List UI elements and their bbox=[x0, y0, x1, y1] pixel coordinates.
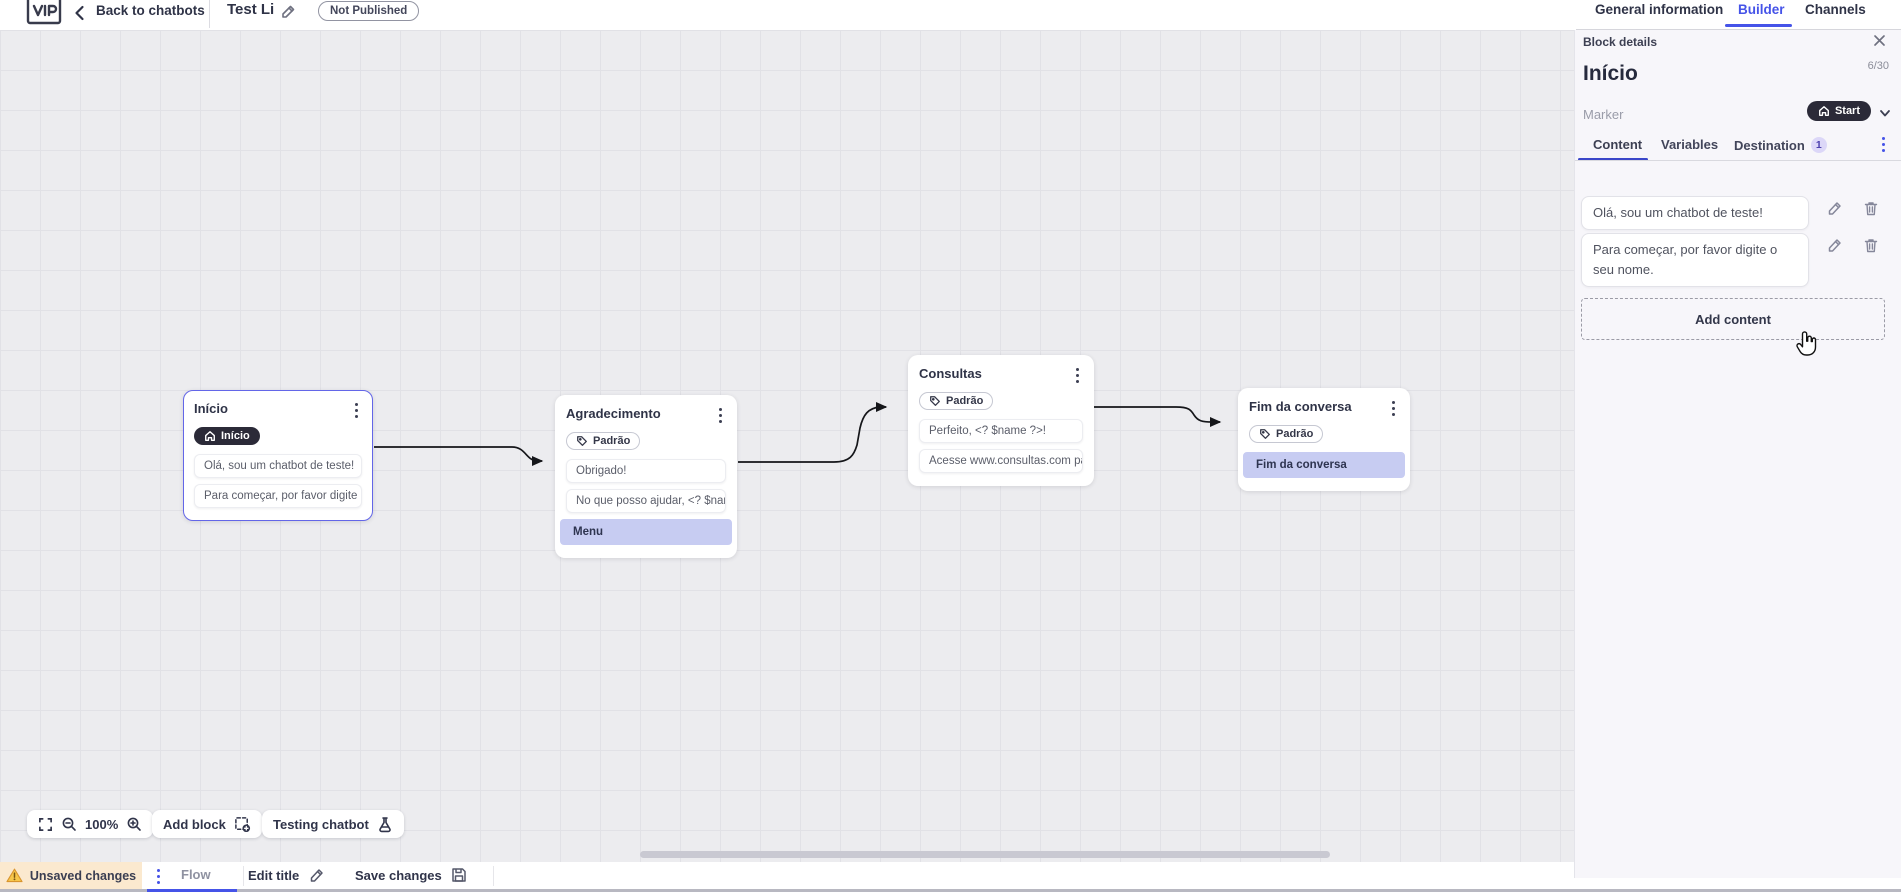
node-title: Início bbox=[194, 401, 228, 416]
back-chevron-icon[interactable] bbox=[72, 4, 88, 22]
top-bar: Back to chatbots Test Li Not Published G… bbox=[0, 0, 1901, 30]
flow-node-consultas[interactable]: Consultas Padrão Perfeito, <? $name ?>! … bbox=[908, 355, 1094, 486]
bottombar-divider bbox=[243, 866, 244, 886]
add-content-button[interactable]: Add content bbox=[1581, 298, 1885, 340]
flow-tab-underline bbox=[147, 888, 237, 892]
node-title: Agradecimento bbox=[566, 406, 661, 421]
padrao-tag-badge: Padrão bbox=[566, 432, 641, 450]
warning-icon bbox=[6, 868, 23, 883]
content-message-box[interactable]: Para começar, por favor digite o seu nom… bbox=[1581, 233, 1809, 288]
tabs-border bbox=[1576, 29, 1901, 30]
node-message[interactable]: Olá, sou um chatbot de teste! bbox=[194, 454, 362, 478]
tag-icon bbox=[577, 436, 587, 446]
node-message[interactable]: Obrigado! bbox=[566, 459, 726, 483]
testing-chatbot-button[interactable]: Testing chatbot bbox=[262, 810, 404, 838]
panel-tab-destination[interactable]: Destination 1 bbox=[1734, 137, 1827, 153]
block-details-panel: Block details Início 6/30 Marker Start C… bbox=[1574, 30, 1901, 878]
block-title: Início bbox=[1583, 62, 1638, 85]
tab-general-information[interactable]: General information bbox=[1595, 2, 1724, 17]
active-tab-underline bbox=[1725, 24, 1792, 27]
flow-node-fim-da-conversa[interactable]: Fim da conversa Padrão Fim da conversa bbox=[1238, 388, 1410, 491]
content-message-row: Olá, sou um chatbot de teste! bbox=[1581, 196, 1879, 231]
home-icon bbox=[205, 431, 215, 441]
wire-consultas-fim bbox=[1094, 406, 1222, 428]
save-icon bbox=[451, 868, 466, 882]
flow-node-agradecimento[interactable]: Agradecimento Padrão Obrigado! No que po… bbox=[555, 395, 737, 558]
panel-tabs-border bbox=[1575, 160, 1901, 161]
node-title: Consultas bbox=[919, 366, 982, 381]
bottombar-divider bbox=[493, 866, 494, 886]
home-icon bbox=[1818, 106, 1829, 116]
destination-count-badge: 1 bbox=[1810, 137, 1827, 153]
back-to-chatbots-link[interactable]: Back to chatbots bbox=[96, 3, 205, 18]
save-changes-button[interactable]: Save changes bbox=[355, 867, 467, 883]
unsaved-changes-indicator: Unsaved changes bbox=[0, 862, 142, 889]
trash-icon[interactable] bbox=[1863, 200, 1879, 217]
tab-builder[interactable]: Builder bbox=[1738, 2, 1785, 17]
panel-active-tab-underline bbox=[1578, 158, 1648, 161]
zoom-in-icon[interactable] bbox=[126, 816, 142, 832]
status-badge: Not Published bbox=[318, 1, 420, 21]
flow-node-inicio[interactable]: Início Início Olá, sou um chatbot de tes… bbox=[183, 390, 373, 521]
edit-title-button[interactable]: Edit title bbox=[248, 867, 325, 884]
content-message-row: Para começar, por favor digite o seu nom… bbox=[1581, 233, 1879, 288]
content-message-box[interactable]: Olá, sou um chatbot de teste! bbox=[1581, 196, 1809, 231]
title-char-counter: 6/30 bbox=[1867, 60, 1889, 72]
edit-pencil-icon[interactable] bbox=[1826, 237, 1843, 254]
chatbot-title: Test Li bbox=[227, 1, 275, 18]
padrao-tag-badge: Padrão bbox=[919, 392, 994, 410]
app-logo-icon bbox=[26, 0, 64, 27]
panel-menu-icon[interactable] bbox=[1878, 135, 1889, 154]
wire-agradecimento-consultas bbox=[738, 401, 888, 463]
node-message[interactable]: Para começar, por favor digite o ... bbox=[194, 484, 362, 508]
node-message[interactable]: Perfeito, <? $name ?>! bbox=[919, 419, 1083, 443]
tag-icon bbox=[930, 396, 940, 406]
flow-canvas[interactable]: Início Início Olá, sou um chatbot de tes… bbox=[0, 30, 1576, 878]
node-menu-icon[interactable] bbox=[351, 401, 362, 420]
node-button-fim[interactable]: Fim da conversa bbox=[1243, 452, 1405, 478]
bottombar-menu-icon[interactable] bbox=[153, 867, 164, 886]
panel-tab-content[interactable]: Content bbox=[1593, 137, 1643, 152]
padrao-tag-badge: Padrão bbox=[1249, 425, 1324, 443]
tag-icon bbox=[1260, 429, 1270, 439]
tab-flow[interactable]: Flow bbox=[181, 867, 211, 882]
node-message[interactable]: Acesse www.consultas.com par... bbox=[919, 449, 1083, 473]
wire-inicio-agradecimento bbox=[374, 446, 544, 467]
trash-icon[interactable] bbox=[1863, 237, 1879, 254]
marker-start-dropdown[interactable]: Start bbox=[1806, 101, 1871, 121]
zoom-level: 100% bbox=[85, 816, 119, 832]
fit-screen-icon[interactable] bbox=[38, 817, 53, 832]
node-button-menu[interactable]: Menu bbox=[560, 519, 732, 545]
panel-tab-variables[interactable]: Variables bbox=[1661, 137, 1719, 152]
add-block-icon bbox=[234, 816, 251, 833]
topbar-divider bbox=[209, 0, 210, 28]
node-menu-icon[interactable] bbox=[1388, 399, 1399, 418]
node-menu-icon[interactable] bbox=[715, 406, 726, 425]
marker-label: Marker bbox=[1583, 107, 1624, 122]
zoom-out-icon[interactable] bbox=[61, 816, 77, 832]
tab-channels[interactable]: Channels bbox=[1805, 2, 1866, 17]
chevron-down-icon[interactable] bbox=[1878, 106, 1892, 120]
close-icon[interactable] bbox=[1872, 33, 1887, 48]
edit-pencil-icon bbox=[311, 869, 324, 882]
edit-pencil-icon[interactable] bbox=[1826, 200, 1843, 217]
zoom-controls: 100% bbox=[27, 810, 154, 838]
window-bottom-edge bbox=[0, 889, 1901, 892]
start-marker-badge: Início bbox=[194, 427, 260, 445]
panel-header: Block details bbox=[1583, 35, 1658, 49]
node-menu-icon[interactable] bbox=[1072, 366, 1083, 385]
node-message[interactable]: No que posso ajudar, <? $name ... bbox=[566, 489, 726, 513]
horizontal-scrollbar[interactable] bbox=[640, 851, 1330, 858]
node-title: Fim da conversa bbox=[1249, 399, 1352, 414]
flask-icon bbox=[377, 816, 393, 833]
edit-title-pencil-icon[interactable] bbox=[280, 3, 297, 20]
add-block-button[interactable]: Add block bbox=[152, 810, 262, 838]
